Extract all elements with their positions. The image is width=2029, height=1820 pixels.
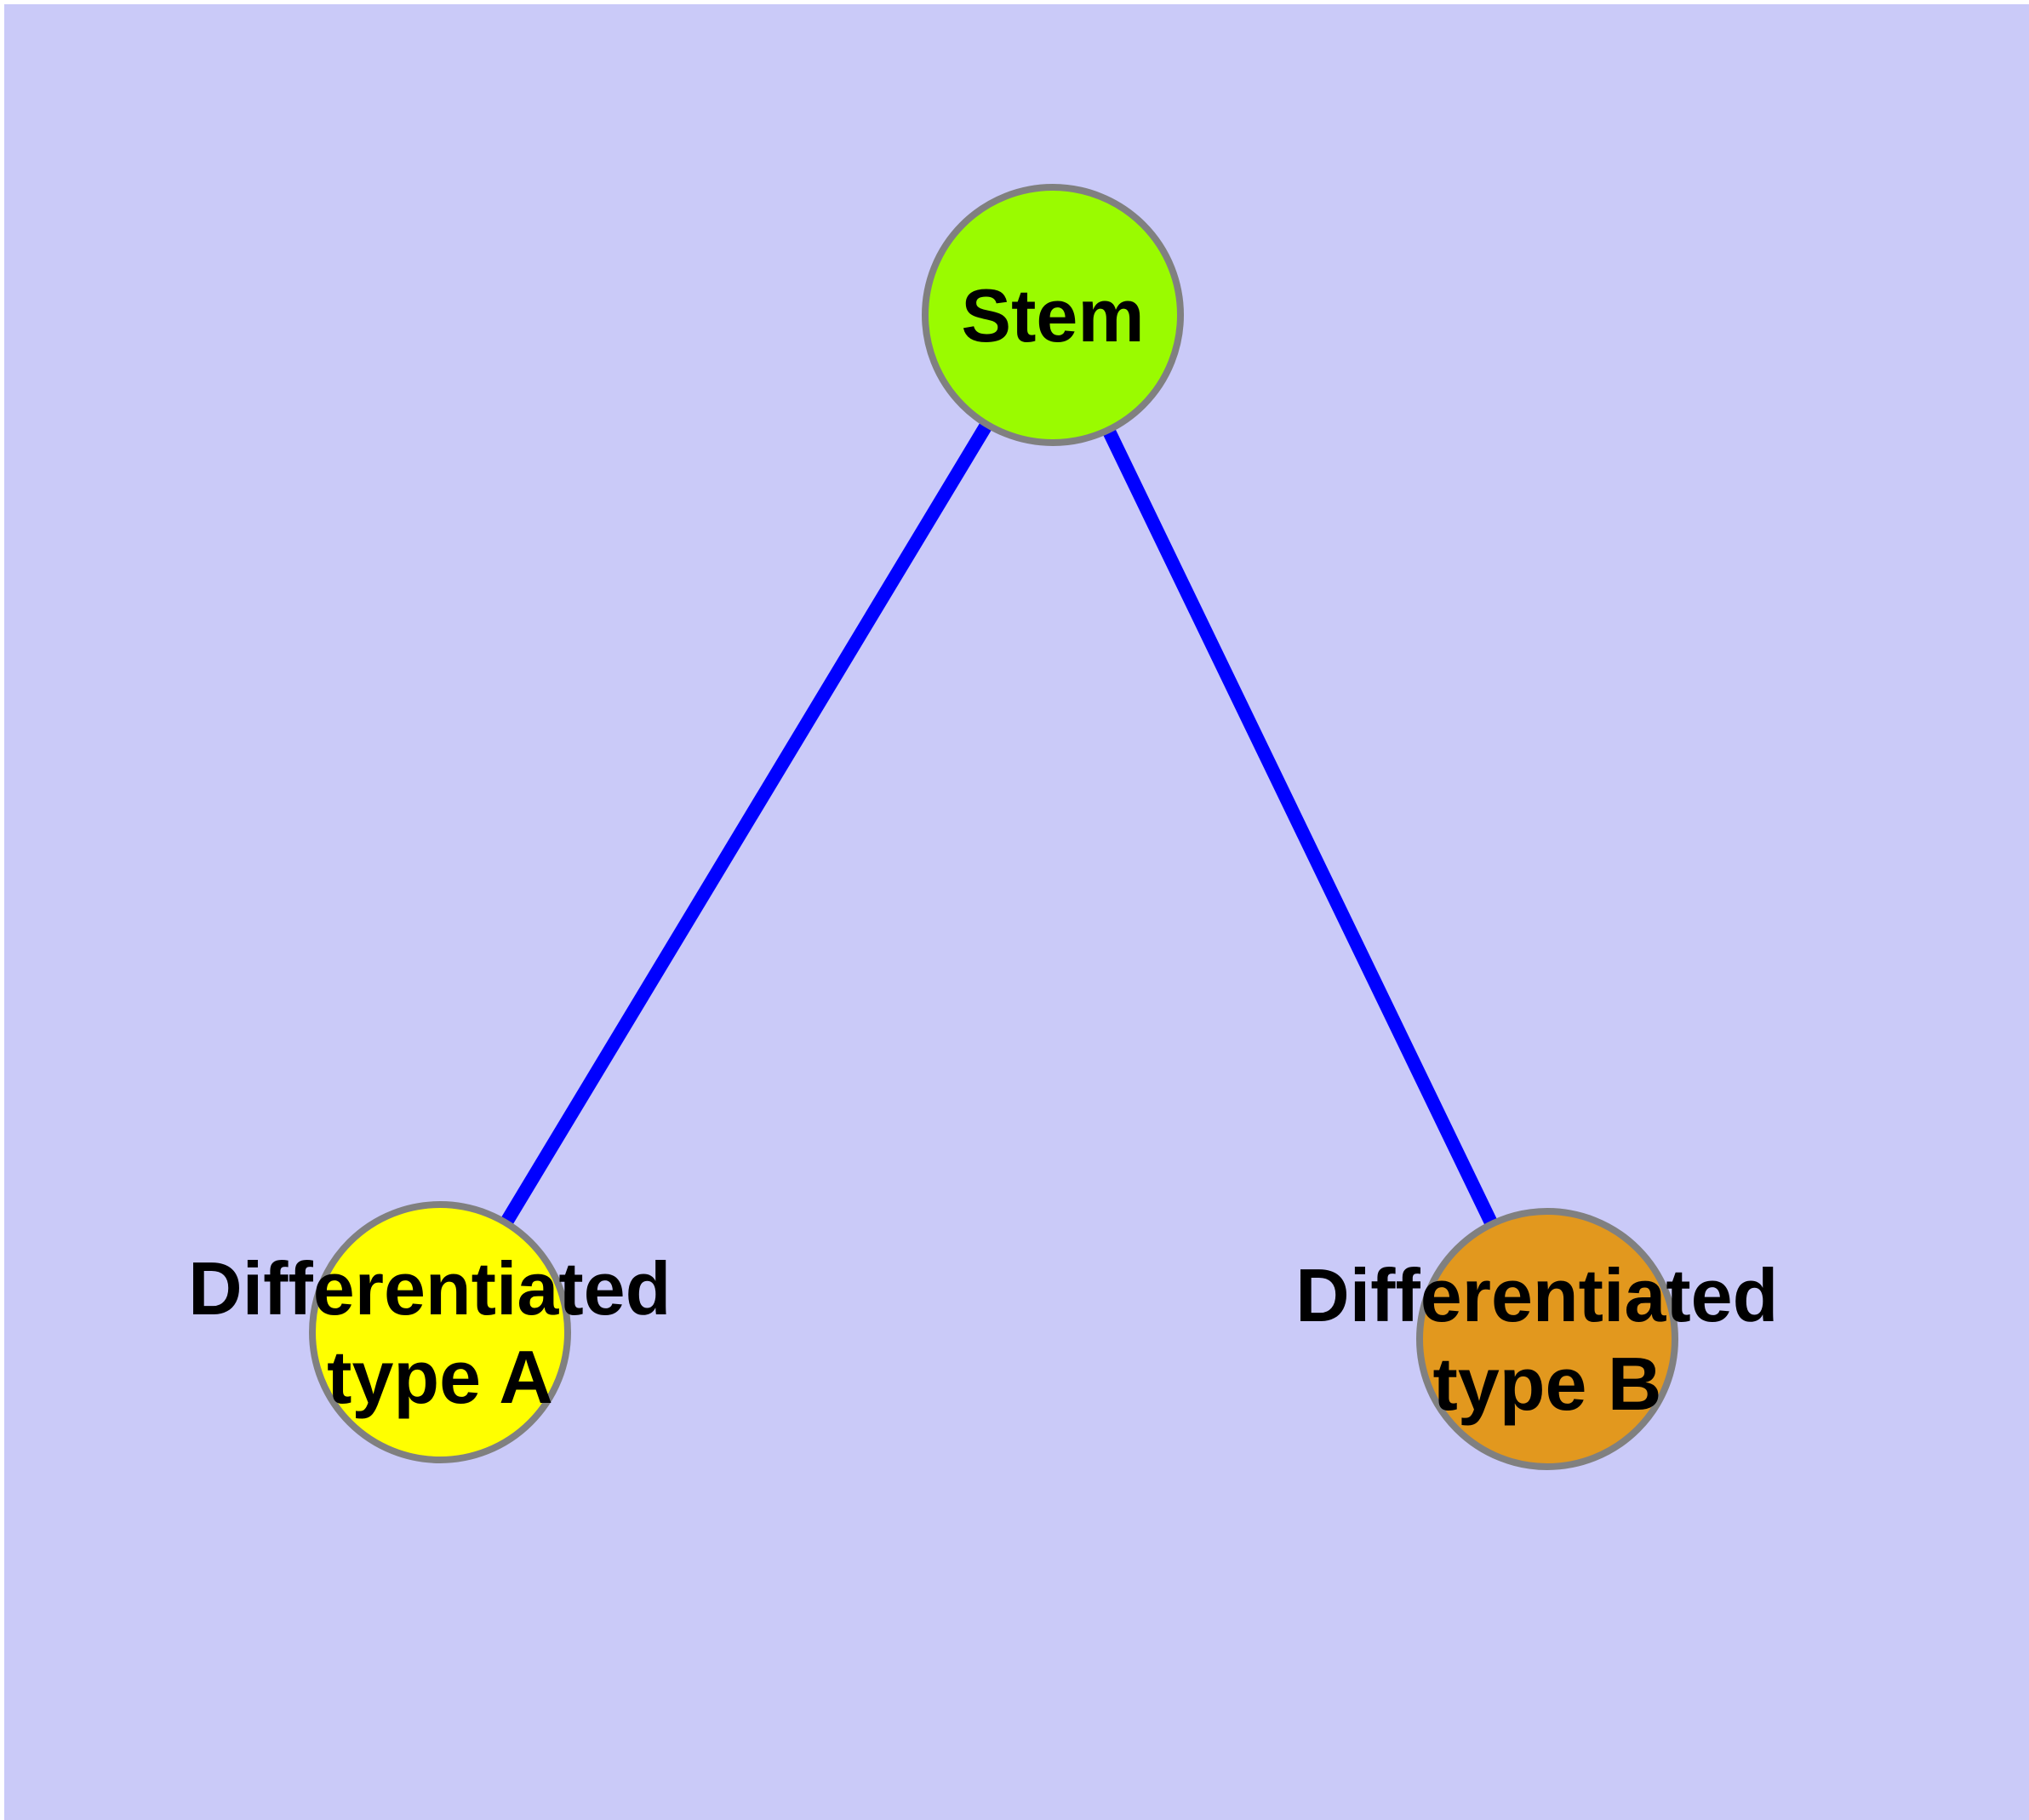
- window-frame-left-edge: [0, 0, 4, 1820]
- node-layer: Stem Differentiated type A Differentiate…: [188, 184, 1799, 1470]
- edge-stem-to-type-a[interactable]: [434, 311, 1059, 1336]
- stem-node-label: Stem: [961, 273, 1144, 358]
- differentiated-type-b-node-circle[interactable]: [1416, 1208, 1678, 1470]
- node-differentiated-type-b[interactable]: Differentiated type B: [1295, 1208, 1799, 1470]
- edge-stem-to-type-b[interactable]: [1046, 312, 1554, 1342]
- stem-node-circle[interactable]: [922, 184, 1184, 446]
- stem-label-line: Stem: [961, 273, 1144, 358]
- differentiated-type-a-label-line-1: Differentiated: [188, 1246, 671, 1331]
- edge-layer: [434, 311, 1554, 1342]
- differentiated-type-b-label-line-1: Differentiated: [1295, 1253, 1778, 1337]
- differentiated-type-a-label-line-2: type A: [327, 1335, 553, 1419]
- node-differentiated-type-a[interactable]: Differentiated type A: [188, 1201, 692, 1463]
- differentiated-type-b-node-label: Differentiated type B: [1295, 1253, 1799, 1426]
- differentiated-type-b-label-line-2: type B: [1433, 1342, 1662, 1426]
- node-stem[interactable]: Stem: [922, 184, 1184, 446]
- differentiated-type-a-node-circle[interactable]: [309, 1201, 571, 1463]
- window-frame-top-edge: [0, 0, 2029, 4]
- differentiated-type-a-node-label: Differentiated type A: [188, 1246, 692, 1419]
